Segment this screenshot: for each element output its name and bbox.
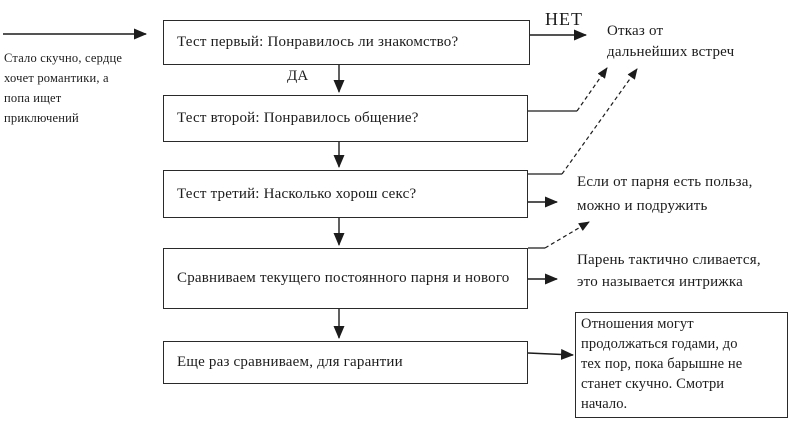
outcome-benefit: Если от парня есть польза, можно и подру… bbox=[577, 170, 753, 218]
refusal-dashed-2 bbox=[576, 67, 608, 112]
benefit-dashed-4 bbox=[544, 221, 590, 249]
yes-branch-label: ДА bbox=[287, 68, 309, 84]
final-note-line: продолжаться годами, до bbox=[581, 336, 738, 352]
no-branch-label: НЕТ bbox=[545, 9, 583, 29]
final-note-line: Отношения могут bbox=[581, 316, 694, 332]
refusal-dashed-3 bbox=[561, 68, 638, 175]
outcome-refusal: Отказ от дальнейших встреч bbox=[607, 21, 734, 63]
final-note-line: тех пор, пока барышне не bbox=[581, 356, 743, 372]
step-box-label: Тест первый: Понравилось ли знакомство? bbox=[177, 34, 459, 50]
step-box-compare: Сравниваем текущего постоянного парня и … bbox=[163, 248, 528, 309]
final-note-box: Отношения могут продолжаться годами, до … bbox=[575, 312, 788, 418]
step-box-label: Тест второй: Понравилось общение? bbox=[177, 110, 419, 126]
outcome-benefit-line: можно и подружить bbox=[577, 198, 708, 214]
intro-note-line: попа ищет bbox=[4, 91, 62, 105]
step-box-test-3: Тест третий: Насколько хорош секс? bbox=[163, 170, 528, 218]
final-note-line: начало. bbox=[581, 396, 628, 412]
outcome-fling-line: это называется интрижка bbox=[577, 274, 743, 290]
final-arrow bbox=[527, 348, 574, 360]
outcome-benefit-line: Если от парня есть польза, bbox=[577, 174, 753, 190]
step-box-label: Тест третий: Насколько хорош секс? bbox=[177, 185, 417, 202]
outcome-refusal-line: дальнейших встреч bbox=[607, 44, 735, 60]
outcome-refusal-line: Отказ от bbox=[607, 23, 664, 39]
intro-note: Стало скучно, сердце хочет романтики, а … bbox=[4, 48, 122, 128]
intro-note-line: Стало скучно, сердце bbox=[4, 51, 123, 65]
step-box-label: Сравниваем текущего постоянного парня и … bbox=[177, 270, 510, 286]
final-note-line: станет скучно. Смотри bbox=[581, 376, 725, 392]
intro-note-line: хочет романтики, а bbox=[4, 71, 109, 85]
step-box-compare-again: Еще раз сравниваем, для гарантии bbox=[163, 341, 528, 384]
outcome-fling: Парень тактично сливается, это называетс… bbox=[577, 249, 761, 293]
step-box-test-1: Тест первый: Понравилось ли знакомство? bbox=[163, 20, 530, 65]
step-box-label: Еще раз сравниваем, для гарантии bbox=[177, 354, 403, 370]
outcome-fling-line: Парень тактично сливается, bbox=[577, 252, 761, 268]
step-box-test-2: Тест второй: Понравилось общение? bbox=[163, 95, 528, 142]
intro-note-line: приключений bbox=[4, 111, 79, 125]
